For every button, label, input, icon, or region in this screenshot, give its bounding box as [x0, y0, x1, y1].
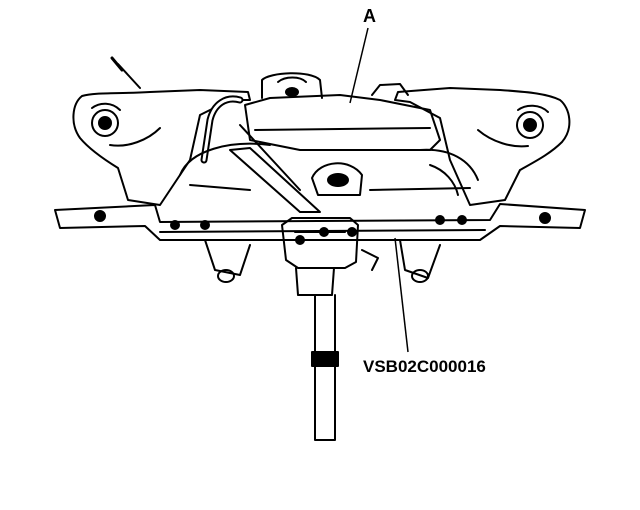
- center-mount: [311, 162, 363, 196]
- jack-post: [314, 294, 336, 441]
- crossmember-upper: [244, 94, 441, 151]
- figure-code-label: VSB02C000016: [363, 357, 486, 376]
- jack-head: [281, 217, 359, 269]
- brace-rod: [229, 147, 321, 213]
- right-mount-bushing: [516, 111, 544, 139]
- right-lower-bracket: [399, 239, 441, 279]
- subframe-right-arm: [394, 87, 571, 206]
- left-mount-bushing-inner: [98, 116, 112, 130]
- lower-crossbar: [54, 203, 586, 241]
- jack-collar: [311, 351, 339, 367]
- figure-code-leader: [394, 237, 409, 353]
- callout-a-leader: [349, 27, 369, 104]
- right-mount-bushing-inner: [523, 118, 537, 132]
- left-lower-bracket: [204, 239, 251, 276]
- subframe-left-arm: [72, 89, 251, 206]
- callout-letter-a: A: [363, 6, 376, 26]
- left-mount-bushing: [91, 109, 119, 137]
